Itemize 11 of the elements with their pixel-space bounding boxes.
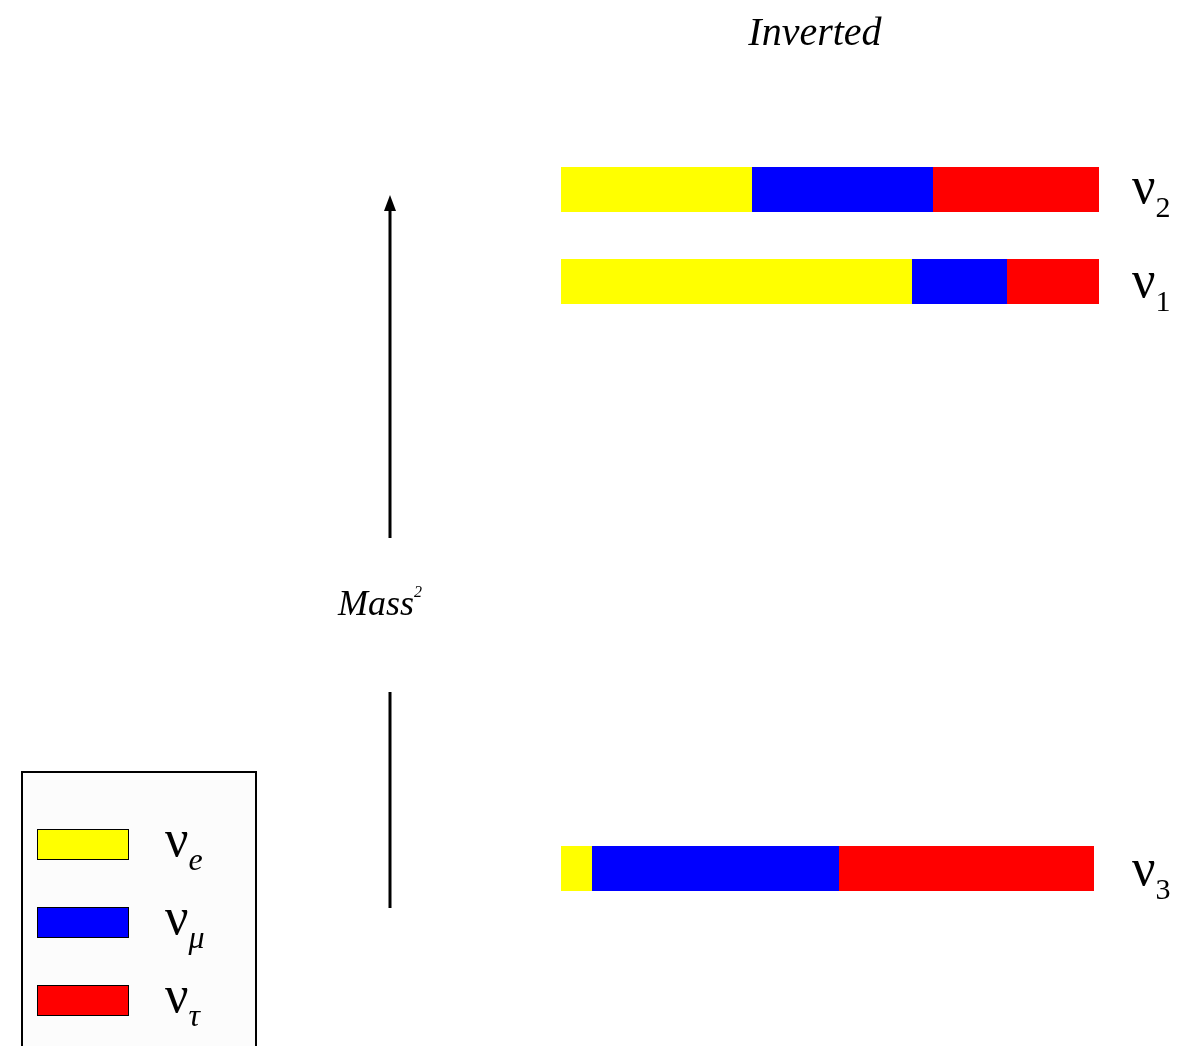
diagram-title: Inverted	[747, 8, 883, 55]
mass-state-label: ν$_{2}$	[1132, 160, 1171, 222]
legend-label: ν$_{μ}$	[165, 891, 205, 954]
axis-label: Mass$^{2}$	[336, 582, 423, 624]
legend-label: ν$_{τ}$	[165, 969, 200, 1032]
mass-state-label: ν$_{3}$	[1132, 842, 1171, 904]
mixing-bar	[561, 167, 1099, 212]
mixing-bar	[561, 259, 1099, 304]
mixing-bar	[561, 846, 1094, 891]
legend-label: ν$_{e}$	[165, 813, 203, 876]
mass-state-label: ν$_{1}$	[1132, 254, 1171, 316]
